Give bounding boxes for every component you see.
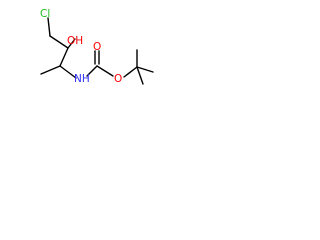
bond-cl-ch2 xyxy=(47,17,51,37)
bond-chme-nh xyxy=(59,65,77,79)
carbonyl-oxygen-label: O xyxy=(93,41,101,53)
bond-choh-oh xyxy=(67,38,76,49)
chemical-structure-diagram: Cl OH O NH O xyxy=(40,8,154,85)
bond-tbu-methyl-right xyxy=(136,66,154,73)
bond-chme-methyl xyxy=(40,65,61,75)
bond-tbu-methyl-bottom xyxy=(136,66,144,85)
ester-oxygen-label: O xyxy=(114,73,122,85)
bond-nh-carbonyl xyxy=(86,65,98,77)
bond-ch2-choh xyxy=(49,35,69,49)
amine-label: NH xyxy=(74,73,90,85)
hydroxyl-label: OH xyxy=(67,35,83,47)
bond-carbonyl-ester-o xyxy=(96,65,114,77)
chlorine-label: Cl xyxy=(40,8,50,20)
bond-choh-chme xyxy=(59,47,69,67)
bond-ester-o-tbu xyxy=(123,66,138,78)
